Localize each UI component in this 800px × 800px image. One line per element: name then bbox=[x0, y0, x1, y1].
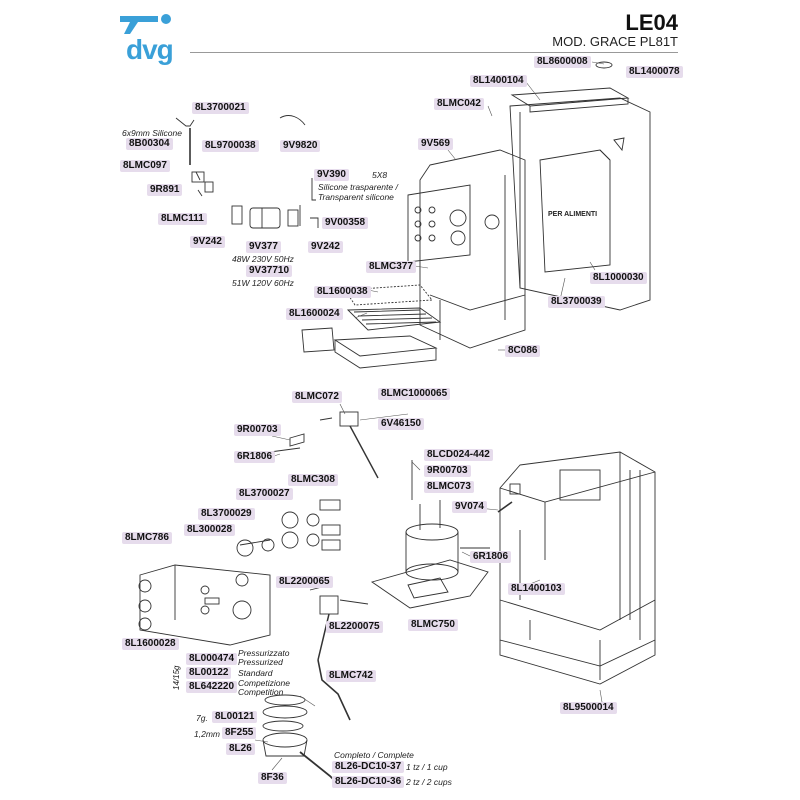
panel-text: PER ALIMENTI bbox=[548, 211, 598, 218]
brand-name: dvg bbox=[126, 34, 174, 65]
note-silicone-en: Transparent silicone bbox=[318, 192, 394, 202]
note-thickness: 1,2mm bbox=[194, 729, 220, 739]
note-7g: 7g. bbox=[196, 713, 208, 723]
label-8L000474: 8L000474 bbox=[186, 653, 238, 665]
valve-blocks bbox=[281, 499, 341, 551]
label-8LMC377: 8LMC377 bbox=[366, 261, 416, 273]
page-subtitle: MOD. GRACE PL81T bbox=[552, 34, 678, 49]
boiler bbox=[370, 500, 489, 609]
label-8F255: 8F255 bbox=[222, 727, 257, 739]
label-8LMC042: 8LMC042 bbox=[434, 98, 484, 110]
front-frame bbox=[407, 149, 526, 349]
label-8LMC111: 8LMC111 bbox=[158, 213, 207, 225]
label-8L9500014: 8L9500014 bbox=[560, 702, 617, 714]
label-8LMC308: 8LMC308 bbox=[288, 474, 338, 486]
label-8LMC750: 8LMC750 bbox=[408, 619, 458, 631]
page-title: LE04 bbox=[625, 10, 678, 35]
drip-tray bbox=[301, 284, 442, 369]
top-cover bbox=[510, 61, 630, 113]
group-valves bbox=[239, 411, 379, 546]
label-8L2200065: 8L2200065 bbox=[276, 576, 333, 588]
label-8LMC742: 8LMC742 bbox=[326, 670, 376, 682]
note-2-cups: 2 tz / 2 cups bbox=[406, 777, 452, 787]
label-8L3700021: 8L3700021 bbox=[192, 102, 249, 114]
label-9V00358: 9V00358 bbox=[322, 217, 369, 229]
label-8L2200075: 8L2200075 bbox=[326, 621, 383, 633]
label-8L26: 8L26 bbox=[226, 743, 255, 755]
label-8LCD024-442: 8LCD024-442 bbox=[424, 449, 493, 461]
label-9V390: 9V390 bbox=[314, 169, 349, 181]
base-frame bbox=[499, 451, 656, 685]
label-8L1400078: 8L1400078 bbox=[626, 66, 683, 78]
label-9R00703-top: 9R00703 bbox=[234, 424, 281, 436]
note-1-cup: 1 tz / 1 cup bbox=[406, 762, 448, 772]
label-8C086: 8C086 bbox=[505, 345, 541, 357]
label-8L642220: 8L642220 bbox=[186, 681, 238, 693]
dvg-logo-icon bbox=[120, 14, 171, 34]
label-8L1600038: 8L1600038 bbox=[314, 286, 371, 298]
label-8LMC072: 8LMC072 bbox=[292, 391, 342, 403]
small-parts-top-left bbox=[175, 115, 319, 229]
note-pump-120v: 51W 120V 60Hz bbox=[232, 278, 294, 288]
label-6R1806-right: 6R1806 bbox=[470, 551, 512, 563]
label-8LMC073: 8LMC073 bbox=[424, 481, 474, 493]
label-8L1600024: 8L1600024 bbox=[286, 308, 343, 320]
label-9V569: 9V569 bbox=[418, 138, 453, 150]
label-8F36: 8F36 bbox=[258, 772, 287, 784]
label-8L3700027: 8L3700027 bbox=[236, 488, 293, 500]
label-9V242-right: 9V242 bbox=[308, 241, 343, 253]
note-silicone: 6x9mm Silicone bbox=[122, 128, 182, 138]
label-9V9820: 9V9820 bbox=[280, 140, 321, 152]
label-8L00121: 8L00121 bbox=[212, 711, 258, 723]
label-9V242-left: 9V242 bbox=[190, 236, 225, 248]
label-8LMC786: 8LMC786 bbox=[122, 532, 172, 544]
note-competition-it: Competizione bbox=[238, 678, 290, 688]
label-9V377: 9V377 bbox=[246, 241, 281, 253]
label-6R1806-left: 6R1806 bbox=[234, 451, 276, 463]
note-complete: Completo / Complete bbox=[334, 750, 414, 760]
note-competition-en: Competition bbox=[238, 687, 284, 697]
label-8L9700038: 8L9700038 bbox=[202, 140, 259, 152]
label-9V37710: 9V37710 bbox=[246, 265, 293, 277]
label-8LMC097: 8LMC097 bbox=[120, 160, 170, 172]
label-8L1600028: 8L1600028 bbox=[122, 638, 179, 650]
label-8L26-DC10-37: 8L26-DC10-37 bbox=[332, 761, 405, 773]
label-9V074: 9V074 bbox=[452, 501, 487, 513]
label-6V46150: 6V46150 bbox=[378, 418, 425, 430]
note-standard: Standard bbox=[238, 668, 273, 678]
note-5x8: 5X8 bbox=[372, 170, 388, 180]
note-silicone-it: Silicone trasparente / bbox=[318, 182, 398, 192]
label-9R00703-right: 9R00703 bbox=[424, 465, 471, 477]
note-pressurized-it: Pressurizzato bbox=[238, 648, 290, 658]
label-8L1400104: 8L1400104 bbox=[470, 75, 527, 87]
label-8L8600008: 8L8600008 bbox=[534, 56, 591, 68]
note-pump-230v: 48W 230V 50Hz bbox=[232, 254, 294, 264]
label-8L3700039: 8L3700039 bbox=[548, 296, 605, 308]
note-dose-range: 14/15g bbox=[172, 665, 181, 690]
header-divider bbox=[190, 52, 678, 53]
housing bbox=[509, 97, 651, 311]
note-pressurized-en: Pressurized bbox=[238, 657, 283, 667]
label-8B00304: 8B00304 bbox=[126, 138, 173, 150]
label-8L1400103: 8L1400103 bbox=[508, 583, 565, 595]
label-8LMC1000065: 8LMC1000065 bbox=[378, 388, 451, 400]
label-9R891: 9R891 bbox=[147, 184, 183, 196]
steam-wand bbox=[309, 584, 369, 721]
leader-lines bbox=[254, 61, 605, 771]
label-8L1000030: 8L1000030 bbox=[590, 272, 647, 284]
label-8L3700029: 8L3700029 bbox=[198, 508, 255, 520]
label-8L300028: 8L300028 bbox=[184, 524, 236, 536]
label-8L00122: 8L00122 bbox=[186, 667, 232, 679]
label-8L26-DC10-36: 8L26-DC10-36 bbox=[332, 776, 405, 788]
group-plate bbox=[138, 538, 275, 646]
